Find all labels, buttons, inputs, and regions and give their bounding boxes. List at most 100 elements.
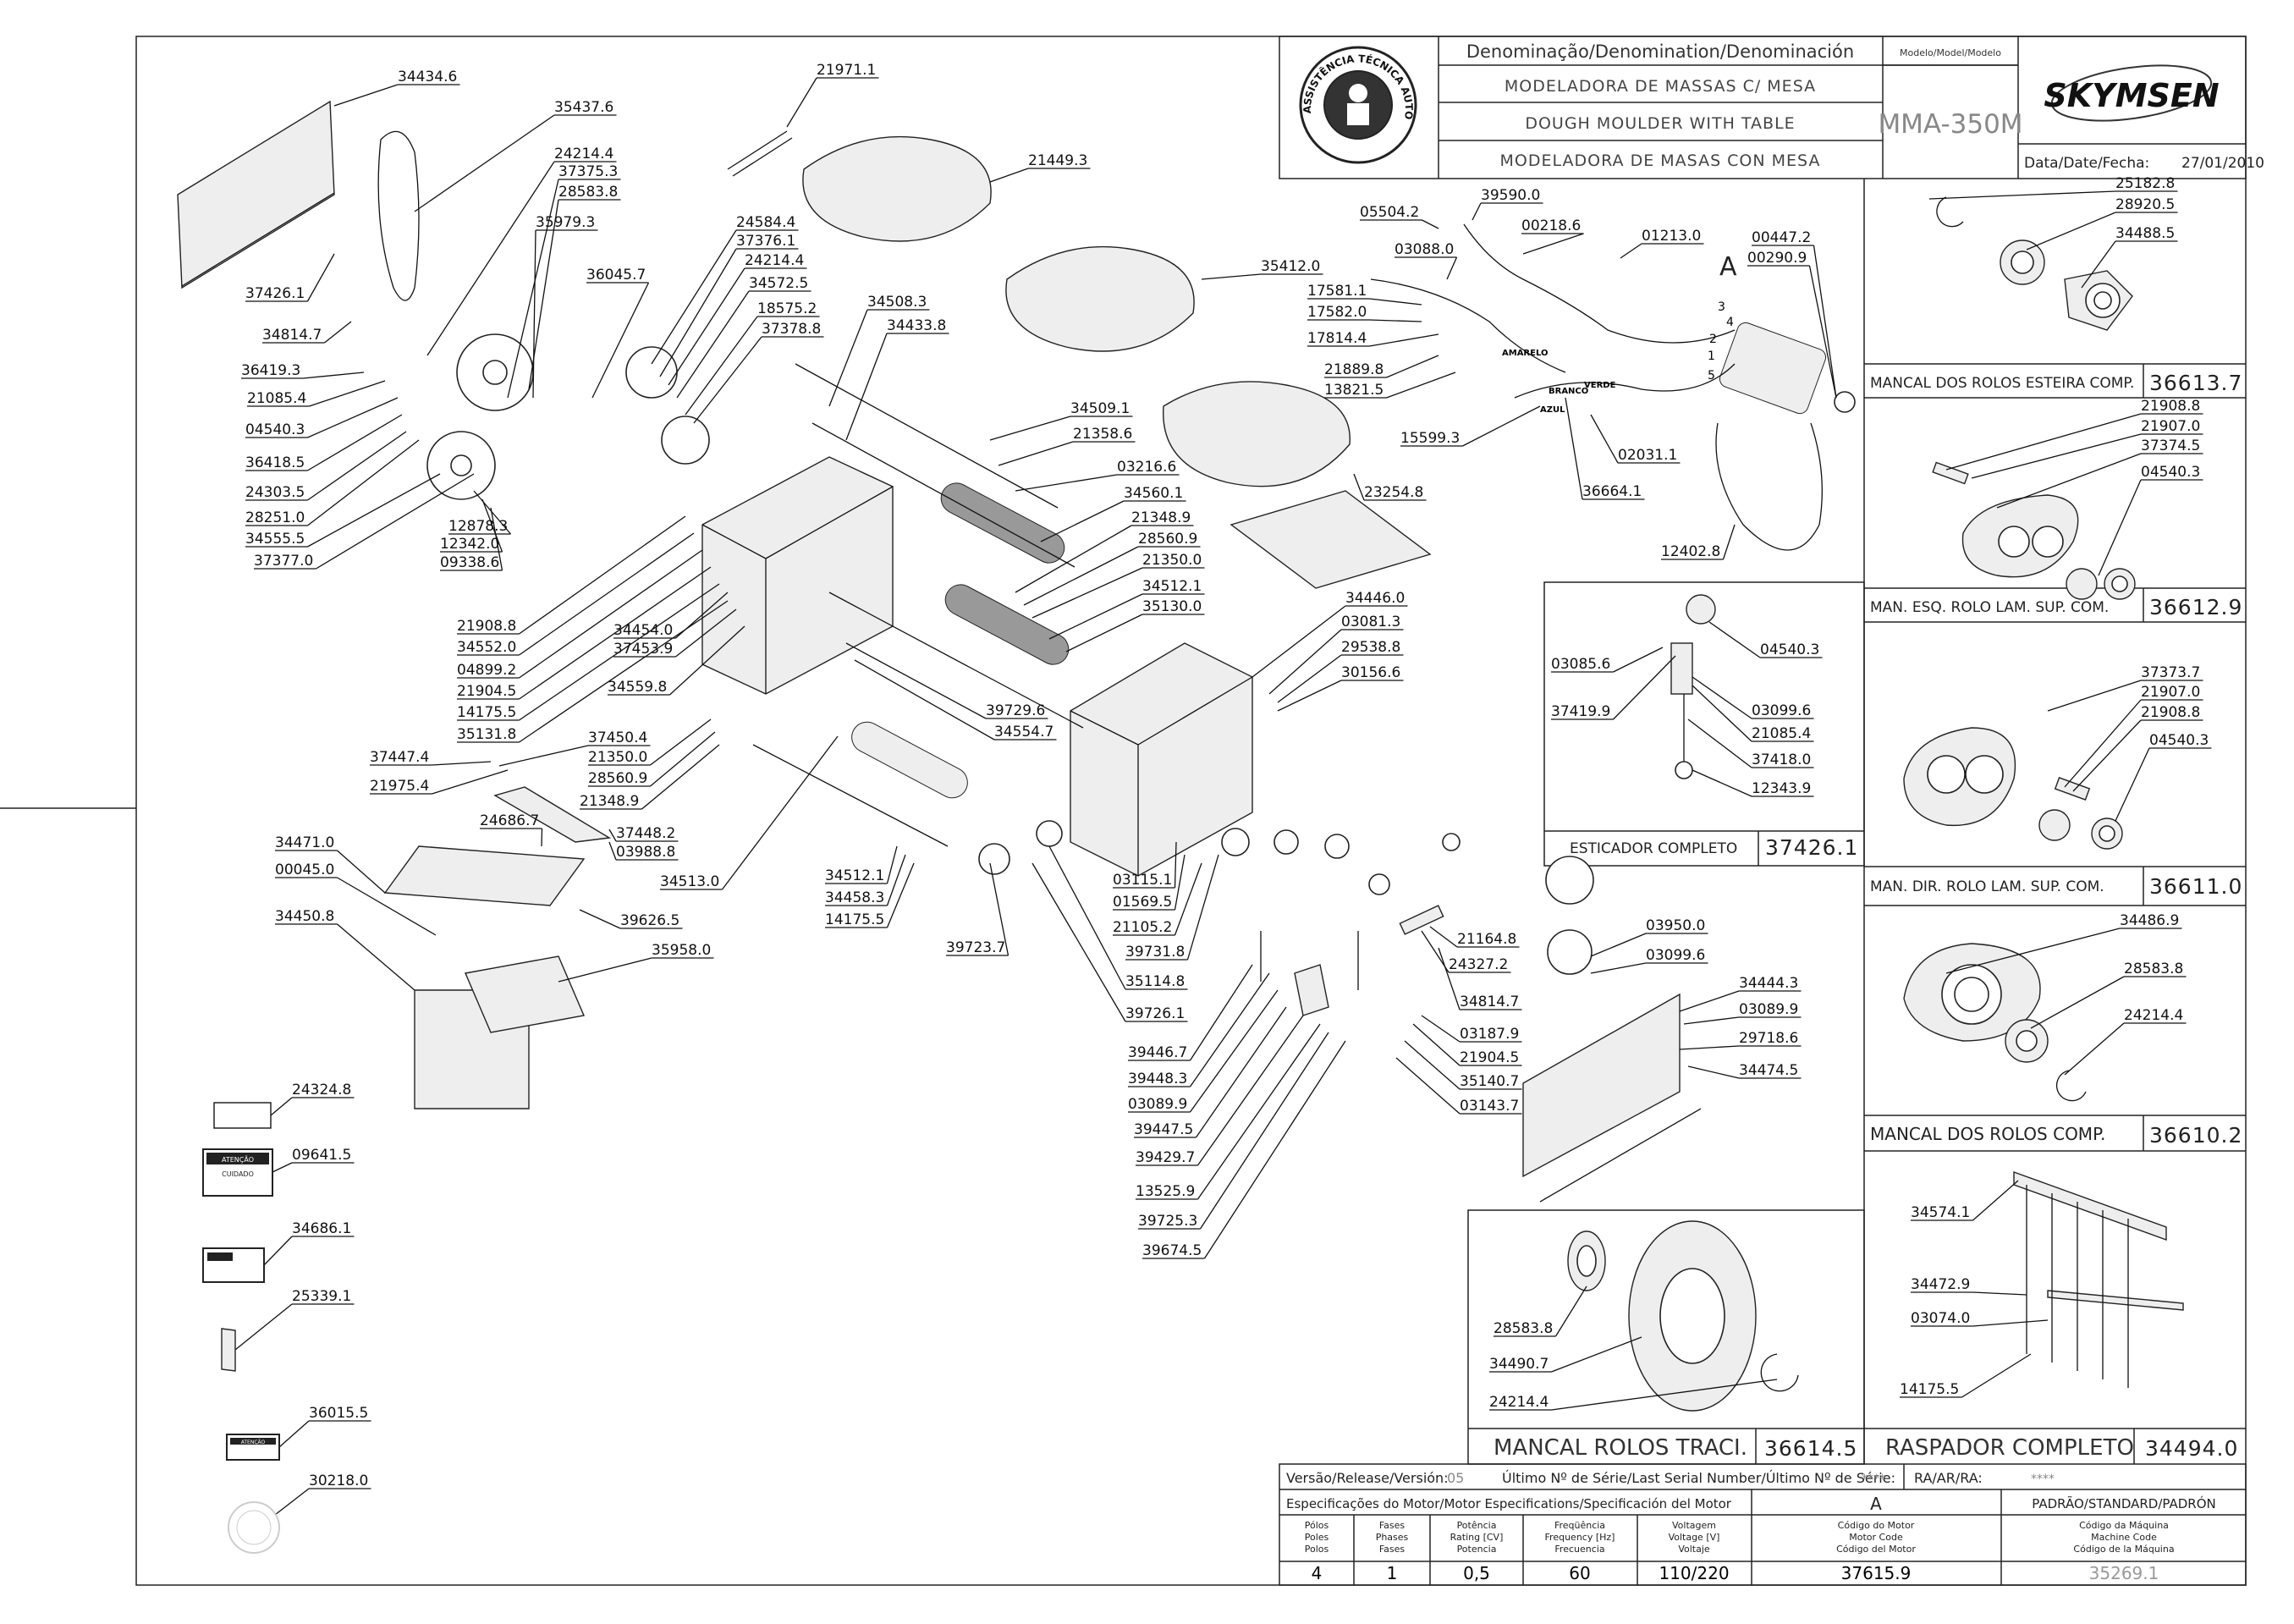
part-callout: 34552.0 bbox=[457, 532, 695, 656]
part-callout: 34509.1 bbox=[989, 400, 1133, 441]
spec-motor-code: 37615.9 bbox=[1841, 1563, 1912, 1583]
sheet-border bbox=[135, 36, 2247, 1586]
leader-line bbox=[845, 642, 987, 719]
part-callout: 35437.6 bbox=[414, 99, 617, 212]
detail-part-callout: 34574.1 bbox=[1911, 1180, 2019, 1221]
part-callout: 13525.9 bbox=[1136, 1023, 1321, 1200]
detail-part-callout: 37373.7 bbox=[2047, 664, 2203, 712]
detail-part-number: 12343.9 bbox=[1752, 780, 1811, 797]
detail-part-callout: 37419.9 bbox=[1551, 655, 1676, 720]
part-callout: 34471.0 bbox=[275, 834, 386, 894]
part-number-label: 03081.3 bbox=[1341, 614, 1400, 630]
part-number-label: 39729.6 bbox=[986, 702, 1045, 719]
detail-part-callout: 12343.9 bbox=[1692, 769, 1814, 797]
leader-line bbox=[1972, 1180, 2019, 1221]
part-number-label: 35131.8 bbox=[457, 726, 516, 743]
detail-part-number: 37374.5 bbox=[2141, 438, 2200, 454]
leader-line bbox=[307, 414, 403, 471]
leader-line bbox=[519, 549, 703, 679]
leader-line bbox=[1268, 629, 1342, 695]
part-callout: 34559.8 bbox=[608, 625, 745, 696]
svg-text:Código del Motor: Código del Motor bbox=[1836, 1544, 1916, 1555]
part-number-label: 36419.3 bbox=[241, 362, 300, 379]
part-callout: 24303.5 bbox=[245, 431, 407, 501]
part-callout: 39626.5 bbox=[579, 909, 683, 929]
spec-machine-code: 35269.1 bbox=[2089, 1563, 2159, 1583]
part-number-label: 04540.3 bbox=[245, 421, 305, 438]
part-number-label: 29538.8 bbox=[1341, 639, 1400, 656]
leader-line bbox=[1186, 854, 1219, 961]
leader-line bbox=[676, 290, 750, 399]
logo-watermark bbox=[228, 1501, 280, 1554]
part-number-label: 18575.2 bbox=[757, 300, 817, 317]
motor-terminal-4: 4 bbox=[1726, 316, 1734, 329]
leader-line bbox=[650, 731, 716, 787]
part-number-label: 03950.0 bbox=[1646, 917, 1705, 934]
leader-line bbox=[1369, 298, 1422, 306]
part-callout: 39731.8 bbox=[1125, 854, 1219, 961]
part-callout: 34433.8 bbox=[845, 317, 949, 441]
svg-text:Frequency [Hz]: Frequency [Hz] bbox=[1545, 1532, 1615, 1543]
detail-part-number: 34486.9 bbox=[2120, 912, 2179, 929]
part-callout: 35412.0 bbox=[1201, 258, 1323, 280]
part-number-label: 03088.0 bbox=[1395, 241, 1454, 258]
part-callout: 39446.7 bbox=[1128, 964, 1253, 1061]
part-callout: 24686.7 bbox=[480, 812, 543, 847]
leader-line bbox=[519, 583, 720, 721]
svg-text:Voltaje: Voltaje bbox=[1678, 1544, 1710, 1555]
standard-header: PADRÃO/STANDARD/PADRÓN bbox=[2032, 1495, 2216, 1511]
part-number-label: 21971.1 bbox=[817, 62, 876, 79]
part-number-label: 34434.6 bbox=[398, 69, 457, 85]
leader-line bbox=[1928, 190, 2116, 200]
leader-line bbox=[2081, 240, 2116, 289]
leader-line bbox=[306, 253, 335, 302]
svg-text:Código de la Máquina: Código de la Máquina bbox=[2073, 1544, 2174, 1555]
panel-code-esticador: 37426.1 bbox=[1765, 835, 1858, 860]
leader-line bbox=[989, 168, 1029, 183]
detail-part-number: 24214.4 bbox=[1489, 1394, 1549, 1411]
part-callout: 03088.0 bbox=[1395, 241, 1458, 280]
svg-text:Potencia: Potencia bbox=[1457, 1544, 1497, 1555]
part-number-label: 39429.7 bbox=[1136, 1149, 1195, 1166]
part-number-label: 03143.7 bbox=[1460, 1098, 1519, 1115]
leader-line bbox=[579, 909, 621, 929]
panel-title-man-esq: MAN. ESQ. ROLO LAM. SUP. COM. bbox=[1870, 599, 2109, 616]
leader-line bbox=[316, 473, 475, 570]
drawing-man-dir bbox=[1903, 727, 2123, 850]
part-number-label: 34508.3 bbox=[867, 294, 927, 311]
part-number-label: 37450.4 bbox=[588, 729, 647, 746]
part-callout: 30156.6 bbox=[1277, 664, 1404, 712]
part-number-label: 21904.5 bbox=[1460, 1049, 1519, 1066]
part-number-label: 21350.0 bbox=[588, 749, 647, 766]
leader-line bbox=[651, 229, 737, 365]
part-callout: 34686.1 bbox=[263, 1220, 355, 1266]
spec-phases: 1 bbox=[1387, 1563, 1398, 1583]
svg-text:Rating [CV]: Rating [CV] bbox=[1450, 1532, 1504, 1543]
leader-line bbox=[989, 416, 1071, 441]
part-callout: 03081.3 bbox=[1268, 614, 1404, 695]
part-callout: 35131.8 bbox=[457, 600, 729, 743]
panel-title-raspador: RASPADOR COMPLETO bbox=[1885, 1435, 2134, 1461]
part-number-label: 39731.8 bbox=[1125, 944, 1185, 961]
part-number-label: 03187.9 bbox=[1460, 1026, 1519, 1043]
svg-text:Machine Code: Machine Code bbox=[2091, 1532, 2157, 1543]
detail-panels-frame bbox=[1467, 179, 2246, 1465]
detail-part-number: 37373.7 bbox=[2141, 664, 2200, 681]
authorized-service-seal: ASSISTÊNCIA TÉCNICA AUTORIZADA bbox=[0, 0, 1417, 164]
part-callout: 34554.7 bbox=[854, 659, 1057, 740]
leader-line bbox=[1048, 845, 1126, 990]
detail-part-callout: 21907.0 bbox=[1971, 418, 2203, 479]
part-callout: 00218.6 bbox=[1521, 217, 1584, 255]
leader-line bbox=[481, 498, 503, 553]
detail-part-callout: 04540.3 bbox=[2098, 464, 2203, 576]
leader-line bbox=[1945, 413, 2142, 471]
part-number-label: 34450.8 bbox=[275, 908, 334, 925]
leader-line bbox=[1462, 405, 1541, 447]
part-callout: 37377.0 bbox=[254, 473, 475, 570]
part-callout: 37448.2 bbox=[608, 825, 679, 842]
leader-line bbox=[693, 336, 762, 424]
part-number-label: 15599.3 bbox=[1400, 430, 1460, 447]
leader-line bbox=[333, 84, 399, 107]
part-labels-layer: 34434.635437.621971.121449.324214.437375… bbox=[234, 62, 2212, 1516]
part-number-label: 34509.1 bbox=[1070, 400, 1130, 417]
